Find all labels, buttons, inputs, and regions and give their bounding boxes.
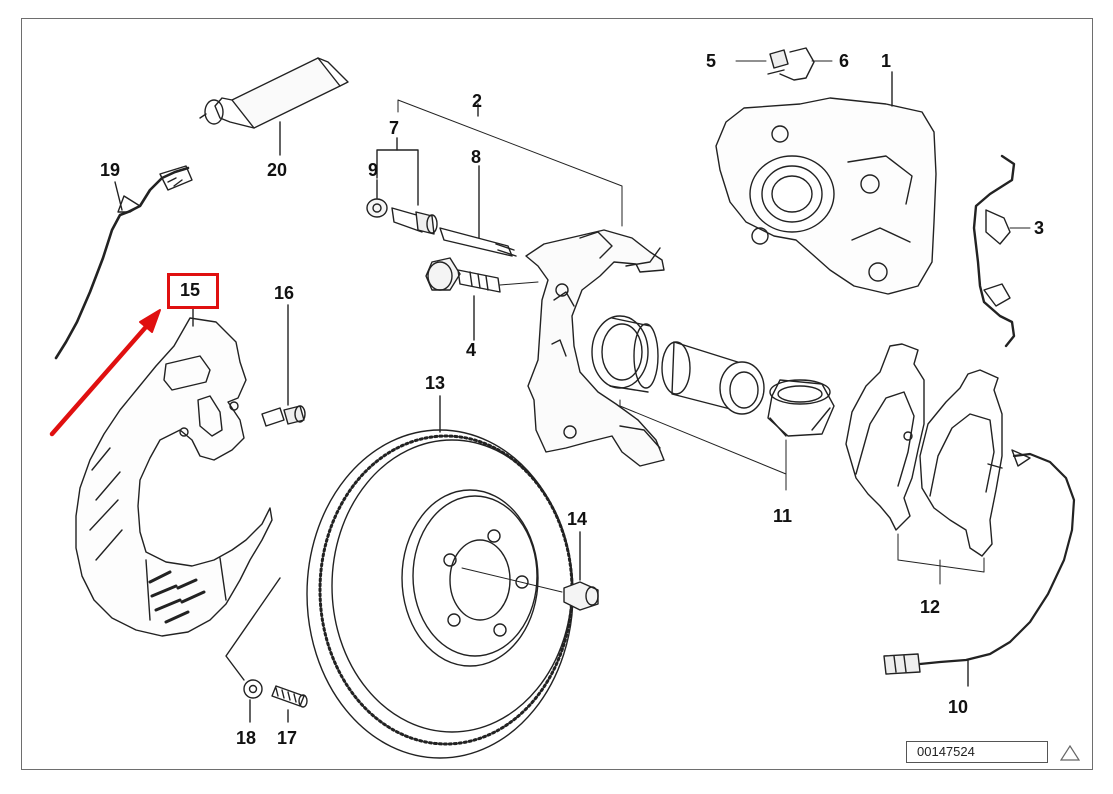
callout-7: 7: [389, 118, 400, 138]
leader-12: [897, 533, 985, 585]
diagram-frame: [21, 18, 1093, 770]
brake-caliper-part: [715, 71, 937, 295]
diagram-reference-number: 00147524: [906, 741, 1048, 763]
dust-cap-6-part: [779, 47, 833, 81]
callout-8: 8: [471, 147, 482, 167]
stud-17-part: [271, 685, 308, 723]
callout-3: 3: [1034, 218, 1045, 238]
callout-9: 9: [368, 160, 379, 180]
wear-sensor-wire-part: [54, 165, 193, 360]
brake-pad-outer-part: [919, 369, 1003, 557]
callout-16: 16: [274, 283, 295, 303]
washer-18-part: [225, 577, 281, 723]
guide-sleeve-7-part: [376, 137, 438, 235]
red-arrow-pointer: [49, 317, 155, 437]
callout-2: 2: [472, 91, 483, 111]
callout-20: 20: [267, 160, 288, 180]
grease-tube-part: [199, 57, 349, 156]
dust-boot-11-part: [767, 379, 835, 437]
callout-17: 17: [277, 728, 298, 748]
bleeder-screw-5-part: [735, 49, 789, 75]
wear-indicator-sensor-part: [883, 449, 1076, 687]
callout-5: 5: [706, 51, 717, 71]
callout-4: 4: [466, 340, 477, 360]
brake-pad-inner-part: [845, 343, 925, 531]
bolt-16-part: [261, 304, 306, 427]
triangle-outline-icon: [1059, 744, 1081, 761]
brake-shield-part: [75, 307, 273, 637]
brake-carrier-part: [397, 99, 665, 467]
piston-11-part: [661, 341, 765, 415]
bolt-4-part: [425, 257, 539, 341]
callout-10: 10: [948, 697, 969, 717]
disc-screw-part: [461, 531, 599, 611]
brake-disc-part: [306, 395, 574, 759]
callout-15: 15: [180, 280, 201, 300]
highlight-box: [167, 273, 219, 309]
bushing-9-part: [366, 179, 388, 218]
anti-rattle-spring-part: [972, 154, 1031, 348]
callout-12: 12: [920, 597, 941, 617]
callout-14: 14: [567, 509, 588, 529]
callout-6: 6: [839, 51, 850, 71]
callout-1: 1: [881, 51, 892, 71]
callout-11: 11: [773, 506, 793, 526]
callout-13: 13: [425, 373, 446, 393]
callout-18: 18: [236, 728, 257, 748]
callout-19: 19: [100, 160, 121, 180]
guide-bolt-8-part: [439, 165, 517, 257]
piston-seal-11-part: [591, 315, 659, 393]
leader-11: [619, 399, 787, 491]
